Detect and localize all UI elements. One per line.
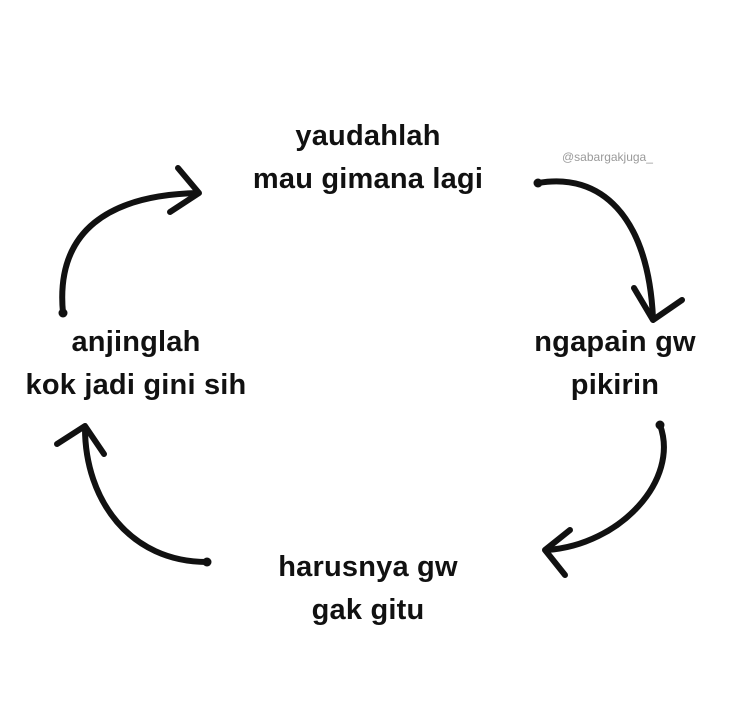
arrow-right-to-bottom: [542, 420, 667, 578]
arrow-left-to-top: [58, 165, 202, 318]
cycle-node-top: yaudahlah mau gimana lagi: [240, 115, 496, 201]
cycle-node-bottom: harusnya gw gak gitu: [255, 546, 481, 632]
node-right-line-1: ngapain gw: [534, 326, 696, 358]
node-left-line-1: anjinglah: [71, 326, 201, 358]
arrow-bottom-to-left: [54, 423, 212, 567]
watermark: @sabargakjuga_: [562, 150, 653, 164]
node-right-line-2: pikirin: [570, 369, 660, 401]
node-left-line-2: kok jadi gini sih: [25, 369, 247, 401]
cycle-node-left: anjinglah kok jadi gini sih: [8, 321, 264, 407]
node-bottom-line-2: gak gitu: [311, 594, 425, 626]
node-top-line-2: mau gimana lagi: [252, 163, 484, 195]
arrow-top-to-right: [533, 178, 685, 323]
node-bottom-line-1: harusnya gw: [278, 551, 458, 583]
cycle-node-right: ngapain gw pikirin: [520, 321, 710, 407]
node-top-line-1: yaudahlah: [295, 120, 441, 152]
